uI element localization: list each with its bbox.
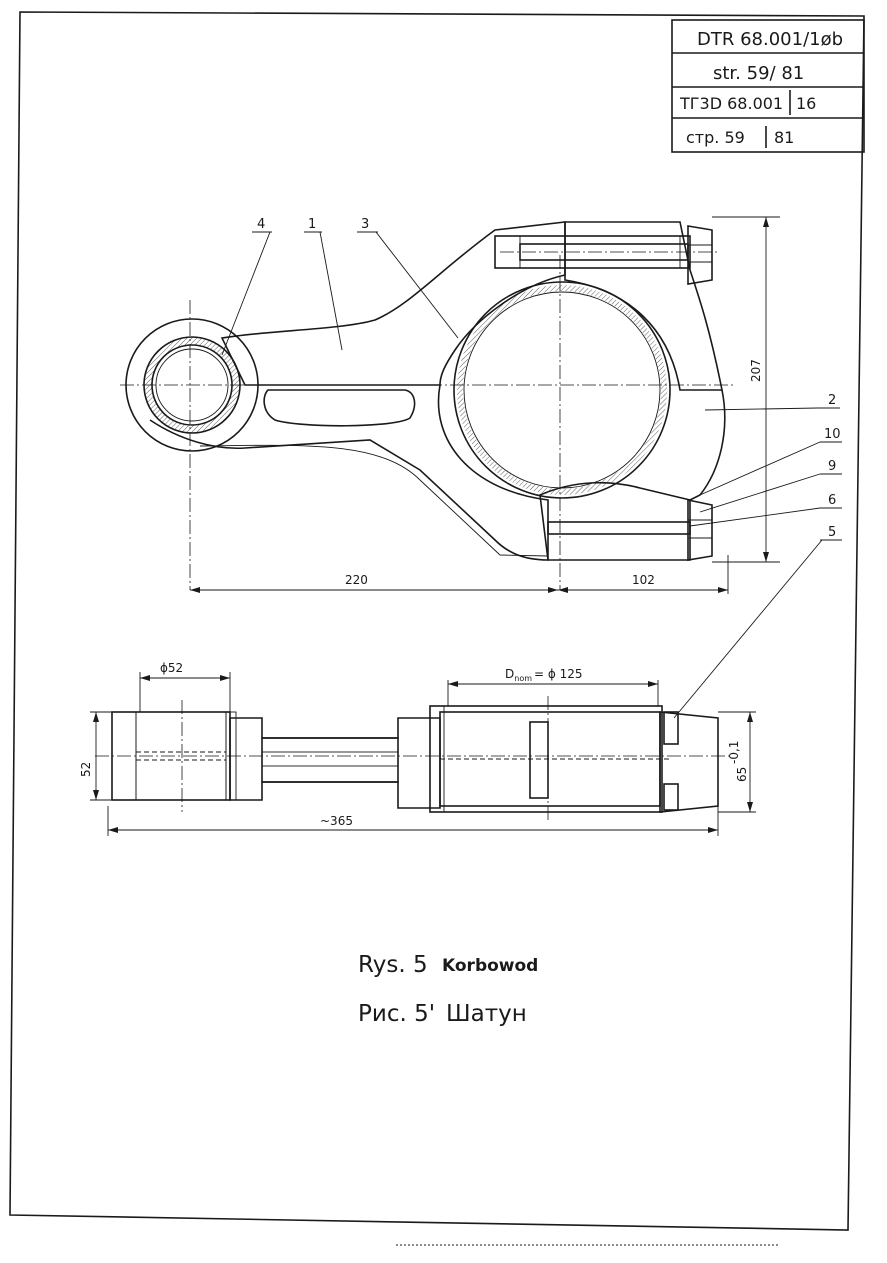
part-label-2: 2	[828, 393, 836, 408]
dim-dnom-value: = ϕ 125	[534, 667, 583, 681]
dim-102: 102	[632, 573, 655, 587]
part-label-1: 1	[308, 217, 316, 232]
dim-65-tolerance: -0,1	[727, 741, 741, 764]
title-row4-label: стр. 59	[686, 128, 745, 147]
side-view-dimensions: ϕ52 Dnom= ϕ 125 52 ~365 65 -0,1	[79, 661, 756, 836]
title-row3-sheet: 16	[796, 94, 816, 113]
title-block: DTR 68.001/1øb str. 59/ 81 TГ3D 68.001 1…	[671, 19, 865, 153]
sheet-frame	[9, 11, 865, 1246]
dim-dnom-sub: nom	[514, 674, 532, 683]
caption-russian-name: Шатун	[446, 1001, 527, 1027]
dim-365: ~365	[320, 814, 353, 828]
caption-polish-name: Korbowod	[442, 956, 538, 976]
title-row4-total: 81	[774, 128, 794, 147]
part-label-10: 10	[824, 427, 841, 442]
connecting-rod-front-view	[120, 221, 735, 590]
dim-52: 52	[79, 762, 93, 777]
dim-dnom: Dnom= ϕ 125	[505, 667, 583, 683]
dim-220: 220	[345, 573, 368, 587]
title-row3-code: TГ3D 68.001	[679, 94, 783, 113]
dim-65: 65	[735, 767, 749, 782]
part-leaders: 4 1 3 2 10 9 6 5	[221, 217, 842, 719]
part-label-9: 9	[828, 459, 836, 474]
part-label-6: 6	[828, 493, 836, 508]
part-label-5: 5	[828, 525, 836, 540]
dim-207: 207	[749, 359, 763, 382]
dim-dnom-letter: D	[505, 667, 514, 681]
dim-phi52: ϕ52	[160, 661, 183, 675]
figure-caption: Rys. 5 Korbowod Рис. 5' Шатун	[358, 952, 538, 1027]
title-row2: str. 59/ 81	[713, 63, 804, 84]
caption-russian-prefix: Рис. 5'	[358, 1001, 435, 1027]
title-row1: DTR 68.001/1øb	[697, 29, 843, 50]
part-label-3: 3	[361, 217, 369, 232]
connecting-rod-side-section	[95, 696, 730, 820]
caption-polish-prefix: Rys. 5	[358, 952, 428, 978]
top-view-dimensions: 207 220 102	[190, 216, 780, 594]
part-label-4: 4	[257, 217, 265, 232]
